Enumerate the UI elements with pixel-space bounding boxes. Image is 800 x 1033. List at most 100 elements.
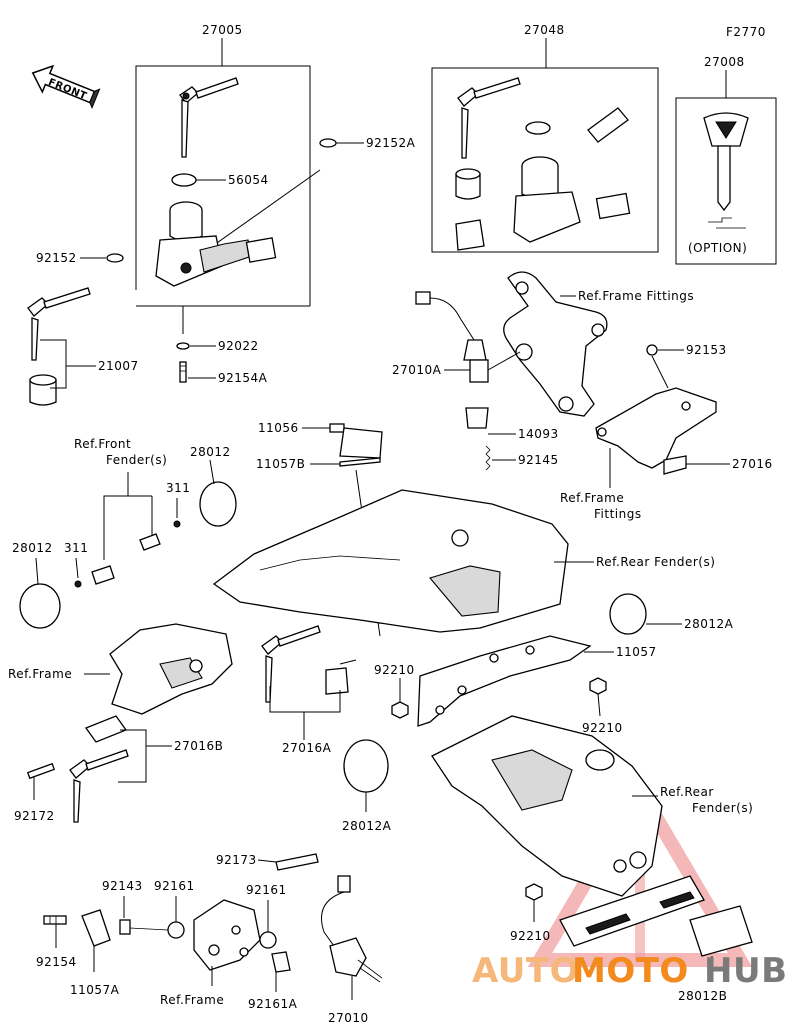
nut-92210-a — [391, 701, 409, 719]
watermark-part2: MOTO — [572, 951, 689, 991]
label-28012B: 28012B — [678, 989, 727, 1003]
collar-92161A — [271, 951, 291, 973]
frame-bracket-bottom — [193, 899, 261, 971]
front-arrow-icon: FRONT — [31, 64, 101, 110]
cap-28012B — [689, 905, 753, 957]
label-92152A: 92152A — [366, 136, 416, 150]
frame-section-left — [109, 623, 233, 715]
switch-27010 — [321, 875, 383, 983]
sensor-27010A — [415, 291, 489, 383]
washer-92152A — [319, 138, 337, 148]
plate-11057A — [81, 909, 111, 947]
ignition-switch-27005 — [155, 201, 277, 287]
key-set-icon — [179, 77, 239, 158]
label-92161-a: 92161 — [154, 879, 195, 893]
cap-14093 — [465, 407, 489, 429]
label-28012A-bottom: 28012A — [342, 819, 392, 833]
label-92143: 92143 — [102, 879, 143, 893]
bracket-11057 — [417, 635, 592, 727]
cap-28012-top — [199, 481, 237, 527]
label-92161-b: 92161 — [246, 883, 287, 897]
screw-92154A — [179, 361, 187, 383]
grommet-pair-a — [74, 520, 181, 588]
watermark-part1: AUTO — [472, 951, 579, 991]
washer-92022 — [176, 342, 190, 350]
cap-28012-left — [19, 583, 61, 629]
figure-code: F2770 — [726, 25, 766, 39]
label-option: (OPTION) — [688, 241, 747, 255]
label-27048: 27048 — [524, 23, 565, 37]
label-311-left: 311 — [64, 541, 88, 555]
label-ref-frame-fittings-mid-1: Ref.Frame — [560, 491, 624, 505]
nut-92210-b — [589, 677, 607, 695]
nut-92210-c — [525, 883, 543, 901]
screw-92154 — [43, 915, 67, 925]
kit-27005-bracket — [135, 38, 311, 334]
label-27016B: 27016B — [174, 739, 223, 753]
label-27016A: 27016A — [282, 741, 332, 755]
label-92172: 92172 — [14, 809, 55, 823]
plate-11057B — [339, 457, 381, 467]
label-27010: 27010 — [328, 1011, 369, 1025]
label-92145: 92145 — [518, 453, 559, 467]
collar-92143 — [119, 919, 131, 935]
kit-27048-parts — [455, 77, 631, 251]
label-ref-frame-left: Ref.Frame — [8, 667, 72, 681]
label-92210-a: 92210 — [374, 663, 415, 677]
label-11057A: 11057A — [70, 983, 120, 997]
label-28012A-right: 28012A — [684, 617, 734, 631]
label-92173: 92173 — [216, 853, 257, 867]
label-ref-rear-fender-top: Ref.Rear Fender(s) — [596, 555, 715, 569]
label-92161A: 92161A — [248, 997, 298, 1011]
label-311-right: 311 — [166, 481, 190, 495]
rear-fender-lower — [431, 715, 705, 947]
label-28012-left: 28012 — [12, 541, 53, 555]
label-ref-rear-fender-1: Ref.Rear — [660, 785, 714, 799]
label-92022: 92022 — [218, 339, 259, 353]
bracket-27016 — [595, 387, 717, 475]
label-92152: 92152 — [36, 251, 77, 265]
washer-92152 — [106, 253, 124, 263]
grommet-92161-b — [259, 931, 277, 949]
key-cylinder-21007 — [27, 287, 91, 406]
label-92210-b: 92210 — [582, 721, 623, 735]
cap-28012A-right — [609, 593, 647, 635]
label-27005: 27005 — [202, 23, 243, 37]
key-27008-box — [675, 70, 777, 265]
label-ref-front-fender-1: Ref.Front — [74, 437, 131, 451]
label-27016: 27016 — [732, 457, 773, 471]
cap-28012A-bottom — [343, 739, 389, 793]
label-92153: 92153 — [686, 343, 727, 357]
kit-27048-box — [431, 38, 659, 253]
label-28012-top: 28012 — [190, 445, 231, 459]
label-11057B: 11057B — [256, 457, 305, 471]
lock-27016A — [261, 625, 349, 703]
label-21007: 21007 — [98, 359, 139, 373]
washer-56054 — [171, 173, 197, 187]
label-ref-rear-fender-2: Fender(s) — [692, 801, 753, 815]
label-27008: 27008 — [704, 55, 745, 69]
label-27010A: 27010A — [392, 363, 442, 377]
lock-27016B — [26, 715, 129, 823]
label-92154: 92154 — [36, 955, 77, 969]
frame-fittings-bracket — [503, 271, 608, 417]
label-14093: 14093 — [518, 427, 559, 441]
cover-11056 — [329, 423, 383, 459]
label-11057: 11057 — [616, 645, 657, 659]
watermark-logo: AUTO MOTO HUB — [472, 951, 787, 991]
label-92210-c: 92210 — [510, 929, 551, 943]
label-11056: 11056 — [258, 421, 299, 435]
label-ref-frame-fittings-mid-2: Fittings — [594, 507, 642, 521]
label-ref-front-fender-2: Fender(s) — [106, 453, 167, 467]
strap-92173 — [275, 853, 319, 871]
grommet-92161-a — [167, 921, 185, 939]
label-56054: 56054 — [228, 173, 269, 187]
watermark-part3: HUB — [704, 951, 787, 991]
label-ref-frame-bottom: Ref.Frame — [160, 993, 224, 1007]
label-ref-frame-fittings-top: Ref.Frame Fittings — [578, 289, 694, 303]
label-92154A: 92154A — [218, 371, 268, 385]
rear-fender-assembly — [212, 489, 569, 633]
spring-92145 — [485, 445, 491, 471]
screw-92153 — [646, 344, 658, 356]
